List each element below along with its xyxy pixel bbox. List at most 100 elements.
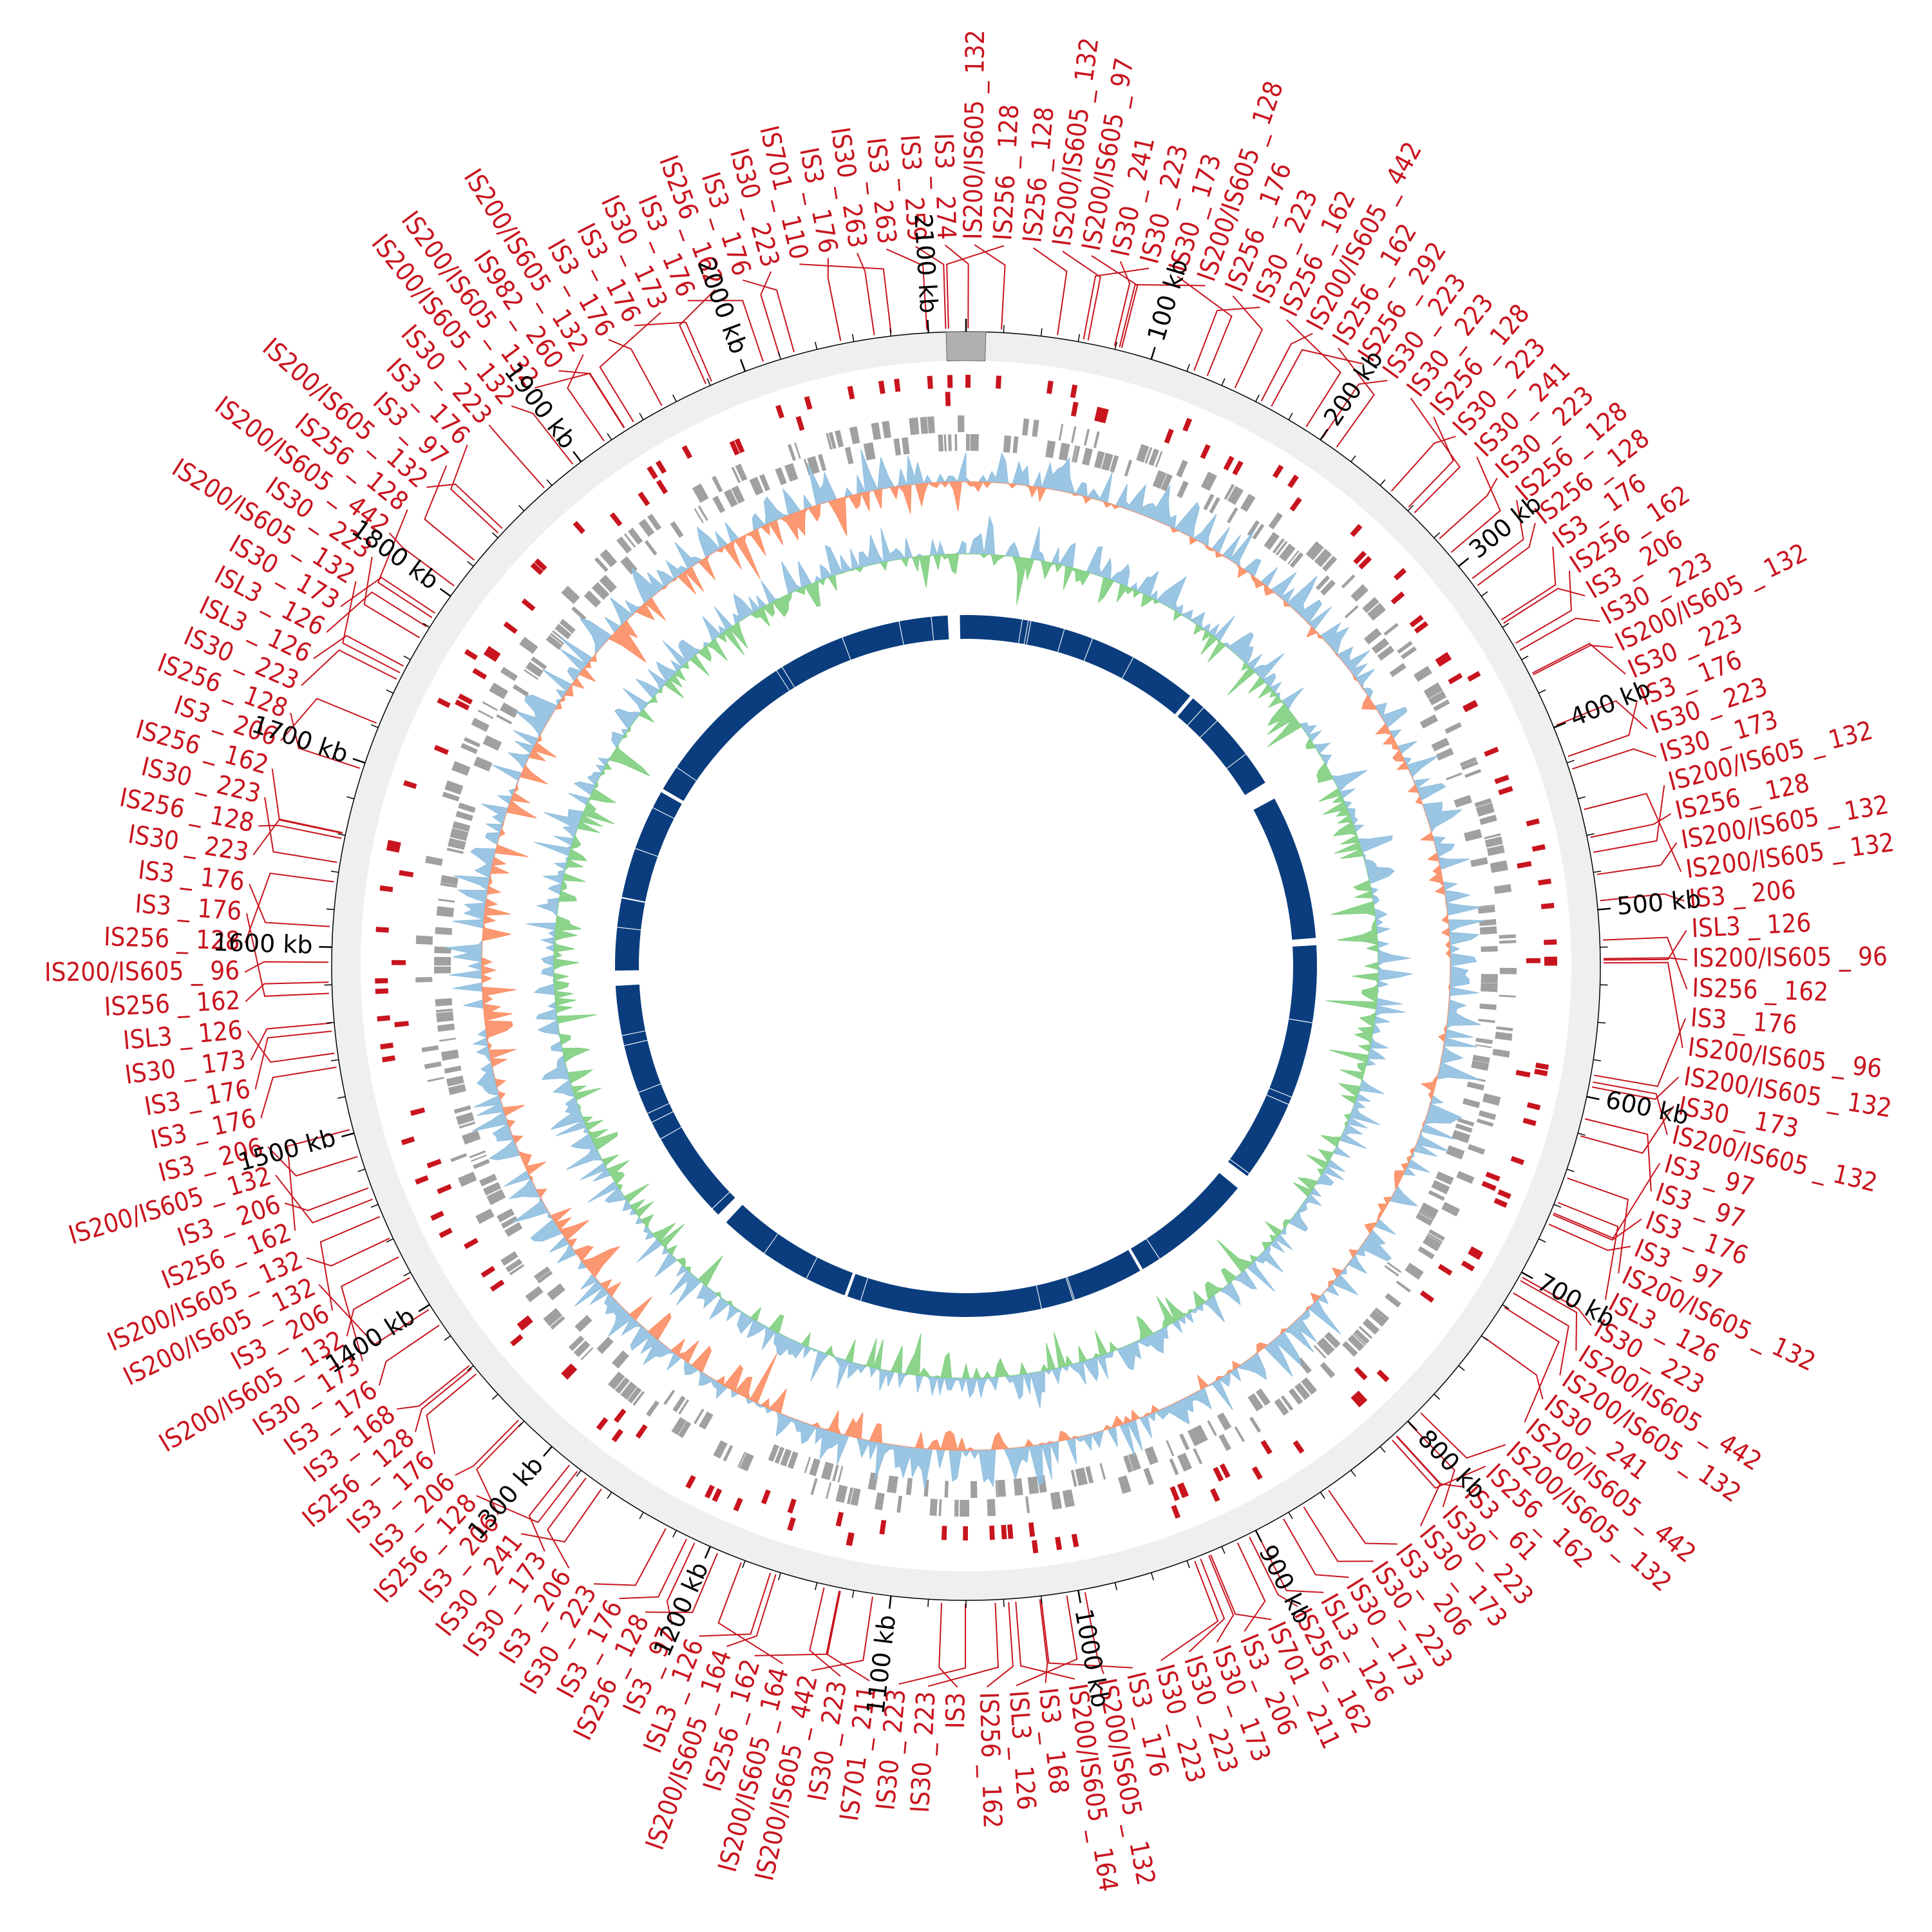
gene-block (905, 1477, 913, 1495)
gene-block (471, 717, 490, 732)
tick-mark (778, 1572, 782, 1580)
is-position-mark (480, 1265, 496, 1278)
tick-mark (607, 433, 612, 440)
gene-block (1101, 453, 1113, 471)
gene-block (415, 977, 433, 983)
is-position-mark (847, 386, 855, 400)
is-leader-line (1271, 349, 1363, 407)
tick-mark (1077, 334, 1081, 342)
gene-block (1187, 1428, 1200, 1446)
is-position-mark (1448, 672, 1463, 685)
gene-block (1320, 1362, 1336, 1378)
gc-content-area-positive (526, 516, 1412, 1408)
is-leader-line (476, 1423, 522, 1516)
contig-boundary (1146, 1238, 1160, 1259)
tick-mark (1458, 557, 1470, 567)
gene-block (1003, 435, 1012, 453)
is-position-mark (847, 1532, 855, 1546)
gene-block (1203, 493, 1215, 511)
gene-block (1367, 603, 1387, 621)
is-position-mark (1070, 401, 1079, 417)
gene-block (1247, 1393, 1264, 1412)
gene-block (971, 1481, 978, 1498)
gene-block (1155, 451, 1163, 468)
gene-block (1462, 1098, 1481, 1108)
is-position-mark (996, 375, 1002, 389)
gene-block (448, 1084, 466, 1095)
gene-block (1179, 1433, 1190, 1450)
gene-block (1452, 1130, 1471, 1144)
gene-block (475, 1208, 495, 1224)
is-position-mark (401, 1136, 415, 1146)
contig-boundary (638, 1083, 661, 1093)
gene-block (424, 1061, 442, 1070)
gene-block (1385, 1293, 1401, 1308)
is-position-mark (1209, 1488, 1220, 1502)
contig-boundary (621, 897, 645, 904)
is-leader-line (699, 1572, 772, 1637)
contig-boundary (617, 927, 641, 931)
gene-block (1459, 757, 1477, 767)
gene-block (1475, 1044, 1492, 1048)
gene-block (1192, 1425, 1208, 1444)
is-leader-line (1531, 643, 1626, 675)
gc-content-area-negative (553, 553, 1379, 1379)
is-leader-line (938, 1603, 958, 1688)
gene-block (731, 466, 741, 484)
tick-mark (815, 341, 818, 350)
gene-block (1455, 1123, 1473, 1133)
tick-mark (1434, 1394, 1441, 1400)
gene-block (663, 1389, 676, 1405)
is-leader-line (511, 405, 574, 465)
is-leader-line (986, 1602, 1014, 1688)
is-leader-line (1113, 261, 1131, 346)
is-position-mark (945, 392, 951, 406)
is-element-label: IS256 _ 128 (988, 104, 1025, 242)
is-leader-line (1584, 1118, 1652, 1192)
is-leader-line (1336, 348, 1375, 448)
is-leader-line (306, 1237, 390, 1267)
tick-label: 900 kb (1253, 1540, 1317, 1628)
contig-boundary (1018, 619, 1023, 643)
gene-block (1456, 1171, 1475, 1184)
is-leader-line (287, 1129, 350, 1231)
is-position-mark (437, 1184, 452, 1195)
gene-block (444, 1065, 462, 1074)
contig-boundary (676, 766, 697, 781)
tick-mark (1521, 655, 1529, 661)
gene-block (1176, 460, 1188, 478)
is-leader-line (826, 1591, 870, 1681)
is-leader-line (811, 1596, 873, 1672)
gene-block (1362, 596, 1379, 613)
is-leader-line (1450, 456, 1501, 553)
tick-mark (1593, 1059, 1602, 1061)
gene-block (960, 1499, 970, 1517)
gene-block (1350, 584, 1369, 602)
is-position-mark (1540, 902, 1555, 909)
is-position-mark (1251, 1466, 1263, 1481)
tick-mark (337, 1096, 346, 1099)
is-position-mark (1171, 1504, 1181, 1519)
tick-mark (704, 1546, 712, 1559)
gene-block (1481, 974, 1498, 983)
is-position-mark (1544, 960, 1557, 966)
is-position-mark (530, 562, 544, 575)
is-leader-line (377, 509, 433, 618)
gene-block (550, 1316, 565, 1330)
tick-label: 200 kb (1318, 345, 1389, 431)
gene-block (1387, 1262, 1402, 1273)
is-leader-line (1392, 1439, 1486, 1489)
gene-block (1144, 447, 1153, 464)
gene-block (731, 485, 745, 504)
gene-block (1397, 641, 1413, 654)
gene-block (768, 1444, 779, 1462)
is-leader-line (1603, 930, 1687, 961)
gene-block (1389, 663, 1406, 677)
tick-mark (1538, 1238, 1546, 1243)
tick-mark (851, 334, 855, 342)
gene-block (599, 574, 617, 593)
is-position-mark (647, 466, 658, 480)
gene-block (1032, 419, 1039, 437)
gene-block (1099, 1463, 1106, 1480)
